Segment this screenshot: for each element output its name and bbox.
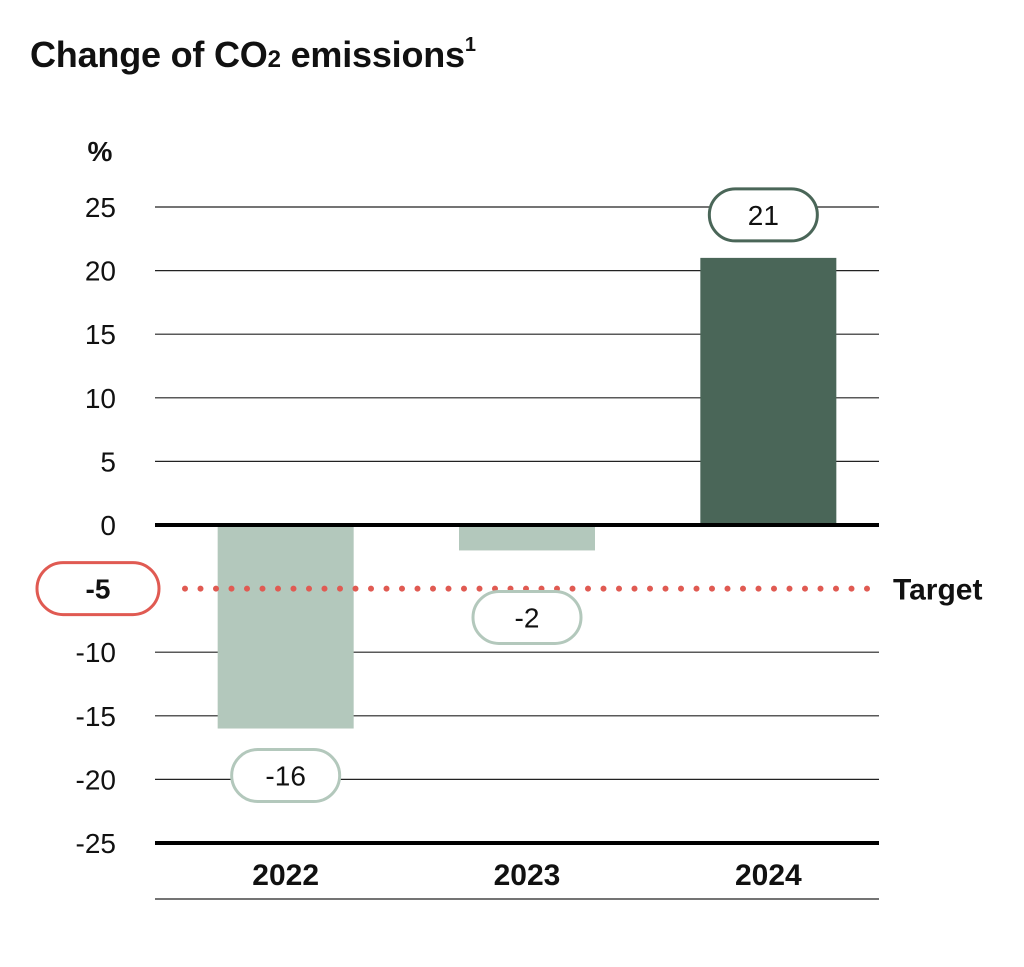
chart-title: Change of CO2 emissions1 (30, 34, 476, 76)
axes (155, 523, 879, 845)
bar-2024 (700, 257, 837, 525)
y-tick-label: 20 (85, 256, 116, 287)
data-label-2022: -16 (265, 761, 305, 792)
bar-2023 (459, 525, 595, 551)
data-label-pill-2023 (471, 589, 583, 645)
data-label-pill-2022 (230, 748, 342, 804)
target-value-label: -5 (86, 574, 111, 605)
x-category-label: 2023 (494, 859, 561, 892)
y-tick-label: -25 (76, 828, 116, 859)
y-tick-label: 10 (85, 383, 116, 414)
x-category-label: 2022 (252, 859, 319, 892)
chart-title-superscript: 1 (464, 34, 476, 56)
y-tick-label: 0 (100, 510, 116, 541)
target-line-group: -5 Target (35, 561, 982, 617)
x-category-label: 2024 (735, 859, 802, 892)
y-axis-unit-label: % (88, 136, 113, 167)
chart-title-subscript: 2 (267, 46, 281, 73)
data-label-pill-2024 (707, 187, 819, 243)
data-labels: -16 -2 21 (230, 187, 819, 804)
bar-2022 (217, 525, 354, 729)
y-tick-label: 5 (100, 446, 116, 477)
y-tick-labels: 25 20 15 10 5 0 -10 -15 -20 -25 (76, 192, 116, 859)
y-tick-label: -15 (76, 701, 116, 732)
y-tick-label: 15 (85, 319, 116, 350)
x-category-labels: 2022 2023 2024 (252, 859, 802, 892)
data-label-2024: 21 (748, 200, 779, 231)
chart-title-suffix: emissions (280, 34, 465, 75)
target-value-pill (35, 561, 161, 617)
bars (217, 257, 837, 729)
y-tick-label: 25 (85, 192, 116, 223)
target-name-label: Target (893, 574, 982, 607)
y-tick-label: -20 (76, 764, 116, 795)
chart-title-prefix: Change of CO (30, 34, 268, 75)
y-tick-label: -10 (76, 637, 116, 668)
data-label-2023: -2 (515, 602, 540, 633)
